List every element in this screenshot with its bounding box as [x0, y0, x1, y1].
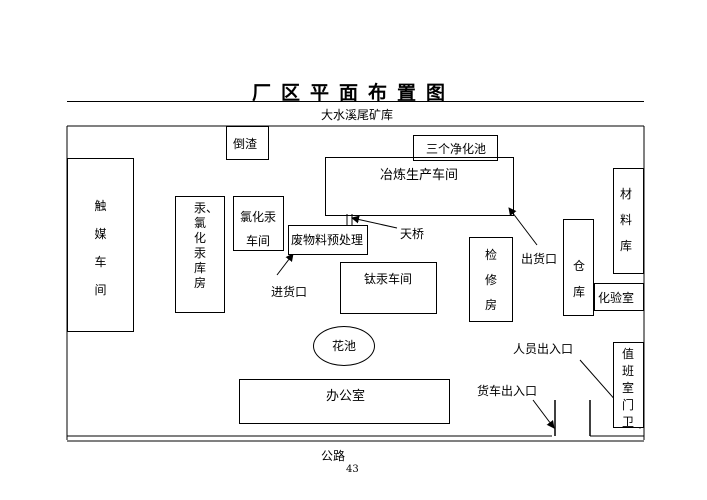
inspection-room-label: 检修房 [485, 248, 498, 312]
page-number: 43 [346, 464, 359, 475]
office [239, 379, 450, 424]
mercuric-chloride-workshop [233, 196, 284, 251]
page-title: 厂区平面布置图 [251, 82, 455, 104]
slag-dump [226, 126, 269, 160]
lab [594, 283, 644, 311]
catalyst-workshop-label: 触媒车间 [94, 199, 107, 297]
north-label: 大水溪尾矿库 [321, 108, 394, 122]
mercury-storage-label: 汞、氯化汞库房 [194, 201, 219, 290]
goods-in-label: 进货口 [271, 285, 308, 299]
overpass-label: 天桥 [400, 227, 425, 241]
goods-out-label: 出货口 [521, 252, 558, 266]
office-label: 办公室 [326, 389, 366, 404]
mercuric-chloride-workshop-label: 氯化汞车间 [239, 210, 276, 248]
materials-storage [613, 168, 644, 274]
flower-bed [313, 326, 375, 366]
warehouse [563, 219, 594, 316]
mercury-storage [175, 196, 225, 313]
guard-room [613, 342, 644, 428]
smelting-workshop [325, 157, 514, 216]
inspection-room [469, 237, 513, 322]
staff-gate-label: 人员出入口 [513, 342, 574, 356]
smelting-workshop-label: 冶炼生产车间 [380, 168, 459, 183]
guard-room-label: 值班室门卫 [622, 347, 635, 429]
titanium-mercury-workshop [340, 262, 437, 314]
materials-storage-label: 材料库 [620, 187, 633, 253]
warehouse-label: 仓库 [573, 259, 586, 299]
lab-label: 化验室 [598, 291, 635, 305]
waste-pretreatment-label: 废物料预处理 [291, 233, 364, 247]
waste-pretreatment [288, 225, 368, 255]
catalyst-workshop [67, 158, 134, 332]
truck-gate-label: 货车出入口 [477, 384, 538, 398]
purification-tanks-overlay [413, 135, 498, 161]
titanium-mercury-workshop-label: 钛汞车间 [364, 272, 413, 286]
slag-dump-label: 倒渣 [233, 137, 258, 151]
purification-tanks-label: 三个净化池 [426, 142, 487, 156]
flower-bed-label: 花池 [332, 339, 357, 353]
title-underline [67, 101, 644, 102]
road-label: 公路 [321, 449, 346, 463]
